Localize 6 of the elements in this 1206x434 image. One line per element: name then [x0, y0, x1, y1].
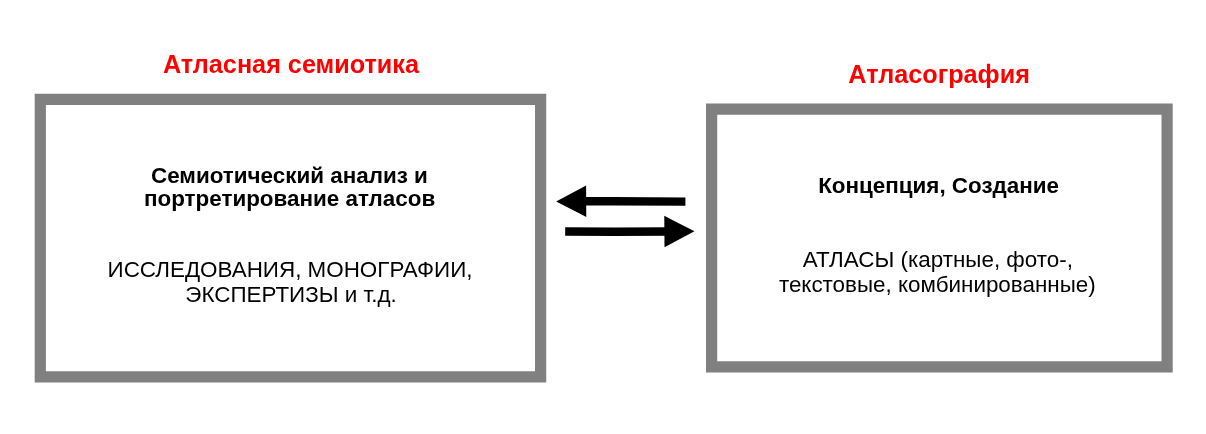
- node-label: Атласная семиотика: [162, 50, 420, 79]
- arrow: [556, 185, 686, 218]
- arrow: [565, 215, 695, 248]
- node-label: Атласография: [848, 60, 1030, 89]
- node-box: Концепция, Создание АТЛАСЫ (картные, фото-, текстовые, комбинированные): [706, 103, 1173, 373]
- node-box: Семиотический анализ и портретирование атласов ИССЛЕДОВАНИЯ, МОНОГРАФИИ, ЭКСПЕРТИЗЫ и т.д.: [34, 93, 547, 383]
